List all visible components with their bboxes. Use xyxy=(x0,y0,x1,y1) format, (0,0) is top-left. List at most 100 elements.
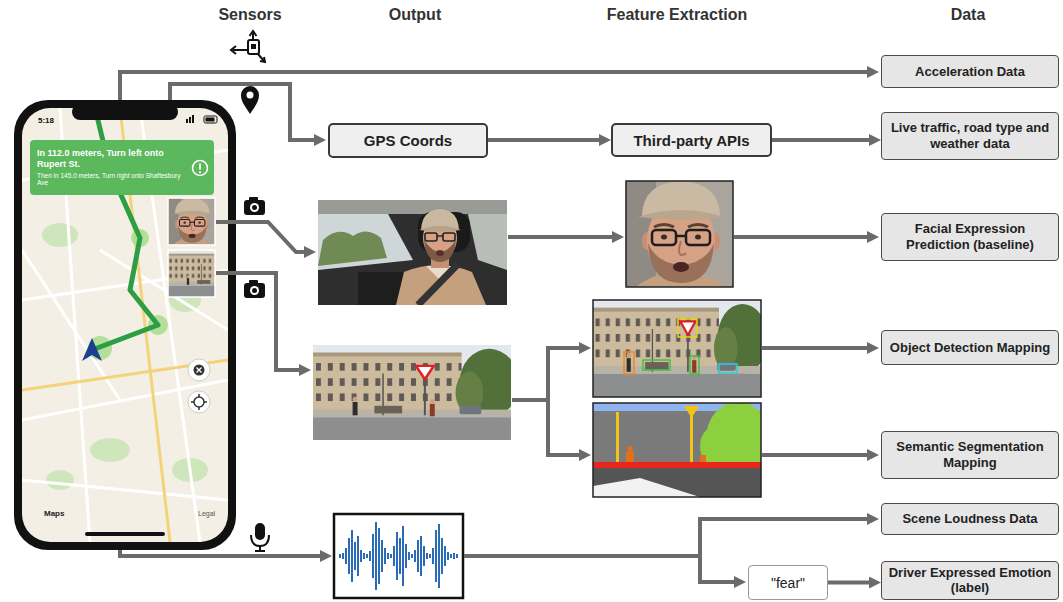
box-subtext: Then in 145.0 meters, Turn right onto Sh… xyxy=(37,172,188,188)
microphone-icon xyxy=(251,523,269,551)
label-box: "fear" xyxy=(748,565,828,600)
object-detection-image xyxy=(593,300,761,397)
connector-arrow xyxy=(828,581,873,585)
map-screen xyxy=(85,532,165,536)
camera-icon xyxy=(249,280,258,285)
image-frame xyxy=(626,181,733,287)
data-box: Semantic Segmentation Mapping xyxy=(881,431,1059,479)
map-screen xyxy=(192,115,194,123)
map-screen xyxy=(82,338,102,361)
driver-camera-image xyxy=(318,200,507,305)
map-screen xyxy=(194,397,204,407)
street-camera-image xyxy=(313,345,511,440)
accelerometer-icon xyxy=(251,44,256,49)
data-box: Driver Expressed Emotion (label) xyxy=(881,561,1059,600)
segmentation-image xyxy=(684,406,699,418)
audio-waveform xyxy=(334,514,463,598)
thumbnail-frame xyxy=(168,250,215,297)
wiring-arrow xyxy=(700,556,738,582)
face-thumbnail xyxy=(168,198,215,245)
wiring-arrow xyxy=(762,453,871,457)
wiring-arrow xyxy=(512,348,583,400)
object-detection-image xyxy=(678,319,697,337)
segmentation-image xyxy=(593,462,761,468)
map-screen xyxy=(42,223,78,247)
driver-camera-image xyxy=(318,200,507,305)
face-crop-image xyxy=(626,181,733,287)
data-box: Object Detection Mapping xyxy=(881,330,1059,365)
location-pin-icon xyxy=(241,86,259,114)
camera-icon xyxy=(244,197,265,215)
box-text: Semantic Segmentation Mapping xyxy=(888,439,1052,470)
connector-arrow xyxy=(488,138,603,142)
box-text: "fear" xyxy=(771,575,805,591)
wiring-arrow xyxy=(120,550,324,556)
segmentation-image xyxy=(593,478,700,497)
map-screen xyxy=(188,359,210,381)
box-text: Facial Expression Prediction (baseline) xyxy=(888,221,1052,252)
object-detection-image xyxy=(690,356,699,374)
camera-icon xyxy=(250,203,259,212)
face-thumbnail xyxy=(168,198,215,245)
segmentation-image xyxy=(627,446,633,452)
camera-icon xyxy=(249,197,258,202)
box-text: Live traffic, road type and weather data xyxy=(888,120,1052,151)
accelerometer-icon xyxy=(231,46,236,54)
object-detection-image xyxy=(624,352,634,374)
data-box: Facial Expression Prediction (baseline) xyxy=(881,213,1059,261)
face-crop-image xyxy=(626,181,733,287)
alert-icon xyxy=(199,163,201,169)
object-detection-image xyxy=(643,360,670,370)
box-text: Driver Expressed Emotion (label) xyxy=(888,565,1052,596)
camera-icon xyxy=(244,283,265,298)
map-screen xyxy=(22,108,228,542)
box-text: Scene Loudness Data xyxy=(902,511,1037,527)
audio-waveform xyxy=(334,514,463,598)
accelerometer-icon xyxy=(248,40,259,54)
camera-icon xyxy=(244,280,265,298)
microphone-icon xyxy=(251,535,269,546)
map-screen xyxy=(22,108,228,542)
data-box: Live traffic, road type and weather data xyxy=(881,112,1059,160)
map-brand: Maps xyxy=(44,509,64,518)
map-screen xyxy=(194,365,205,376)
location-pin-icon xyxy=(247,92,254,99)
data-box: Scene Loudness Data xyxy=(881,503,1059,535)
segmentation-image xyxy=(593,468,761,497)
box-text: Third-party APIs xyxy=(633,132,749,149)
map-screen xyxy=(186,119,188,123)
thumbnail-frame xyxy=(168,198,215,245)
map-screen xyxy=(188,391,210,413)
object-detection-image xyxy=(719,364,737,373)
wiring-arrow xyxy=(216,222,308,252)
accelerometer-icon xyxy=(233,49,247,51)
image-frame xyxy=(593,300,761,397)
accelerometer-icon xyxy=(252,33,254,40)
accelerometer-icon xyxy=(231,31,265,62)
image-frame xyxy=(593,403,761,497)
alert-icon xyxy=(199,171,201,173)
connector-arrow xyxy=(772,138,873,142)
map-screen xyxy=(22,480,228,500)
wiring-arrow xyxy=(170,84,318,140)
column-header: Sensors xyxy=(150,6,350,24)
map-screen xyxy=(22,108,228,542)
map-screen xyxy=(191,394,207,410)
map-screen xyxy=(197,368,202,373)
alert-icon xyxy=(193,160,208,175)
audio-waveform xyxy=(340,522,457,590)
camera-icon xyxy=(244,200,265,215)
accelerometer-icon xyxy=(260,57,265,62)
wiring-arrow xyxy=(734,235,871,239)
map-screen xyxy=(204,116,217,123)
accelerometer-icon xyxy=(258,54,264,61)
column-header: Feature Extraction xyxy=(577,6,777,24)
wiring-arrow xyxy=(508,235,616,239)
microphone-icon xyxy=(255,523,265,540)
box-text: GPS Coords xyxy=(364,132,452,149)
box-text: Object Detection Mapping xyxy=(890,340,1050,356)
wiring-arrow xyxy=(548,400,583,455)
camera-icon xyxy=(252,288,257,293)
navigation-banner: In 112.0 meters, Turn left onto Rupert S… xyxy=(30,140,214,195)
